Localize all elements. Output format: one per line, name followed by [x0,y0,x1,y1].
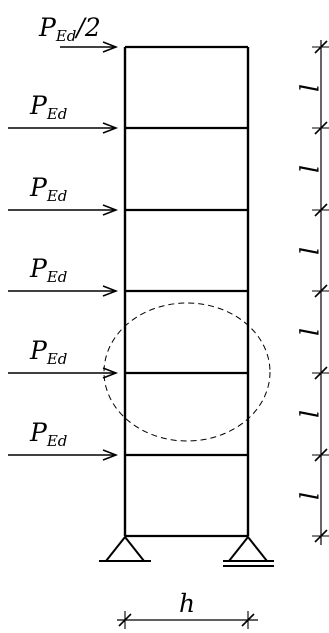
load-label-floor-4: PEd [29,336,67,368]
load-labels: PEd/2 PEd PEd PEd PEd PEd [29,13,101,450]
load-arrow-floor-5 [8,449,119,461]
load-arrow-floor-4 [8,367,119,379]
load-arrow-floor-1 [8,122,119,134]
storey-label-4: l [296,328,325,336]
load-label-floor-1: PEd [29,91,67,123]
pinned-support-left [99,535,151,562]
load-label-floor-2: PEd [29,173,67,205]
load-arrow-floor-3 [8,285,119,297]
load-arrow-roof [60,41,119,53]
storey-label-1: l [296,84,325,92]
load-arrows [8,41,119,461]
width-dimension: h [117,589,258,629]
storey-label-6: l [296,492,325,500]
detail-circle [103,302,271,442]
load-arrow-floor-2 [8,204,119,216]
frame [123,45,250,538]
storey-label-3: l [296,247,325,255]
storey-labels: l l l l l l [296,84,325,500]
load-label-roof: PEd/2 [38,13,101,45]
roller-support-right [223,535,274,567]
storey-label-5: l [296,410,325,418]
load-label-floor-5: PEd [29,418,67,450]
storey-dimension [312,40,329,545]
width-label: h [179,589,195,618]
load-label-floor-3: PEd [29,254,67,286]
storey-label-2: l [296,165,325,173]
